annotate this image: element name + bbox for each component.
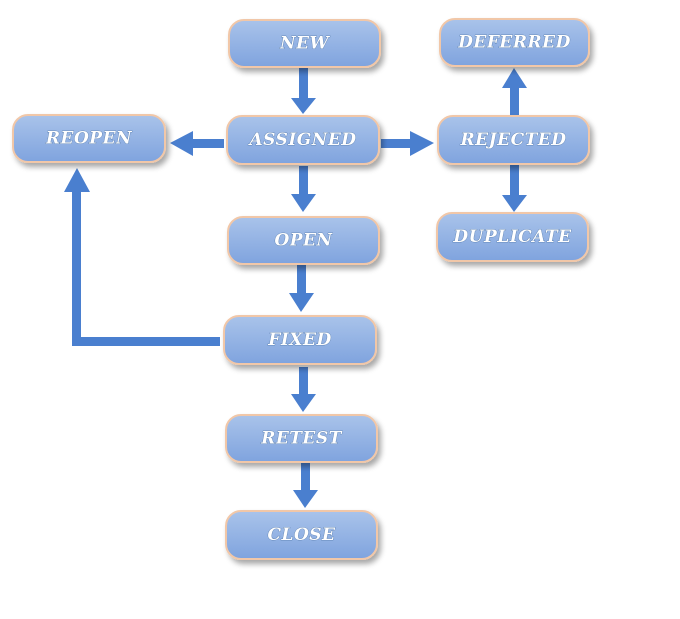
node-new-label: NEW bbox=[279, 34, 330, 54]
node-fixed: FIXED bbox=[223, 315, 377, 365]
node-reopen-label: REOPEN bbox=[45, 129, 133, 149]
arrow-rejected-to-deferred bbox=[502, 68, 527, 115]
node-duplicate: DUPLICATE bbox=[436, 212, 589, 262]
node-close-label: CLOSE bbox=[267, 525, 336, 545]
arrow-rejected-to-duplicate bbox=[502, 165, 527, 212]
arrow-assigned-to-open bbox=[291, 166, 316, 212]
connectors bbox=[64, 68, 527, 508]
node-assigned: ASSIGNED bbox=[226, 115, 380, 165]
arrow-fixed-to-reopen bbox=[64, 168, 220, 346]
arrow-assigned-to-reopen bbox=[170, 131, 224, 156]
node-retest-label: RETEST bbox=[260, 429, 342, 449]
arrow-fixed-to-retest bbox=[291, 367, 316, 412]
node-new: NEW bbox=[228, 19, 381, 68]
node-open-label: OPEN bbox=[274, 231, 333, 251]
node-deferred-label: DEFERRED bbox=[457, 33, 571, 53]
arrow-assigned-to-rejected bbox=[381, 131, 434, 156]
node-open: OPEN bbox=[227, 216, 380, 265]
node-reopen: REOPEN bbox=[12, 114, 166, 163]
node-close: CLOSE bbox=[225, 510, 378, 560]
arrow-retest-to-close bbox=[293, 463, 318, 508]
node-deferred: DEFERRED bbox=[439, 18, 590, 67]
node-fixed-label: FIXED bbox=[267, 330, 331, 350]
node-duplicate-label: DUPLICATE bbox=[452, 227, 572, 247]
arrow-new-to-assigned bbox=[291, 68, 316, 114]
arrow-open-to-fixed bbox=[289, 265, 314, 312]
node-retest: RETEST bbox=[225, 414, 378, 463]
node-rejected: REJECTED bbox=[437, 115, 590, 165]
node-rejected-label: REJECTED bbox=[460, 130, 567, 150]
node-assigned-label: ASSIGNED bbox=[247, 130, 356, 150]
